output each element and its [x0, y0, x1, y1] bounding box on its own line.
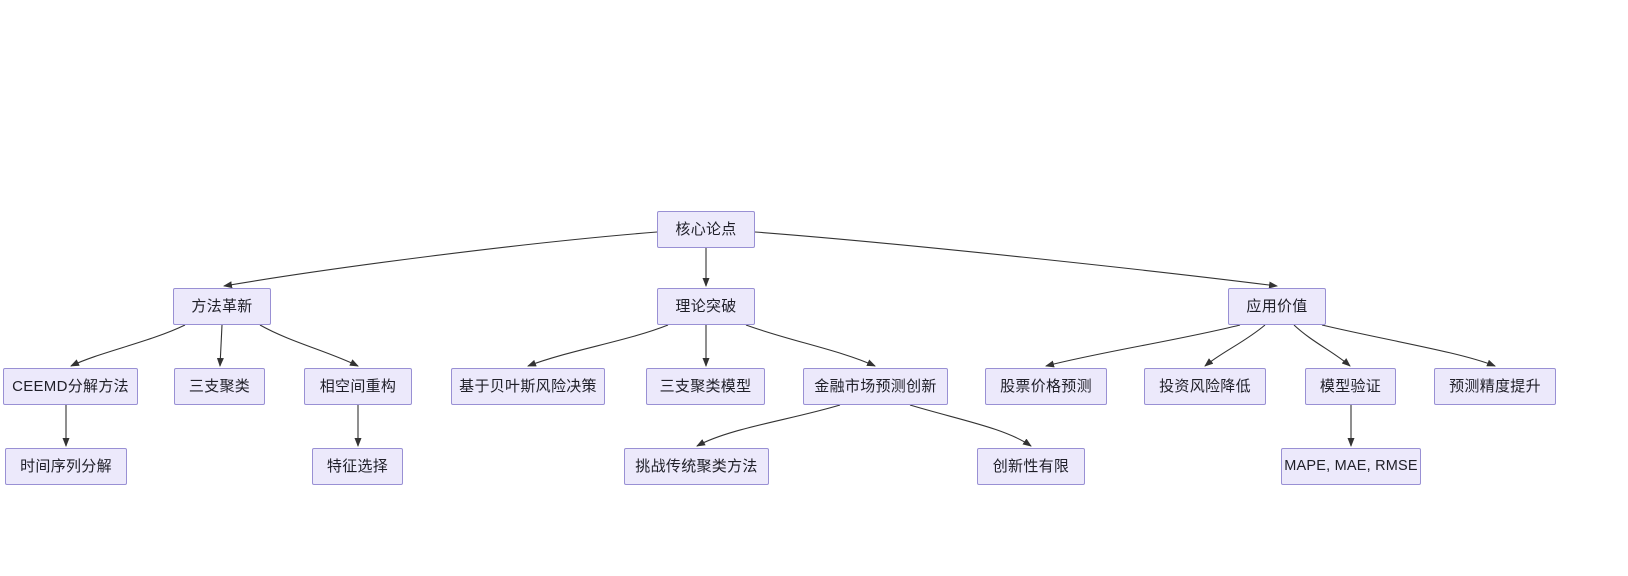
edge-theory-to-bayes [527, 324, 669, 367]
node-three[interactable]: 三支聚类 [174, 368, 265, 405]
edge-theory-to-fin [745, 324, 876, 367]
edges-group [62, 231, 1496, 447]
node-fin[interactable]: 金融市场预测创新 [803, 368, 948, 405]
edge-fin-to-limited [909, 404, 1032, 447]
node-root[interactable]: 核心论点 [657, 211, 755, 248]
edge-root-to-value [754, 231, 1278, 289]
node-theory[interactable]: 理论突破 [657, 288, 755, 325]
edge-value-to-accuracy [1321, 324, 1496, 367]
edge-value-to-risk [1204, 324, 1266, 367]
node-value[interactable]: 应用价值 [1228, 288, 1326, 325]
edge-fin-to-challenge [696, 404, 841, 447]
edge-value-to-valid [1293, 324, 1351, 367]
edge-root-to-method [223, 231, 658, 289]
node-tmodel[interactable]: 三支聚类模型 [646, 368, 765, 405]
edge-method-to-phase [259, 324, 359, 367]
edge-method-to-ceemd [70, 324, 186, 367]
node-risk[interactable]: 投资风险降低 [1144, 368, 1266, 405]
node-feature[interactable]: 特征选择 [312, 448, 403, 485]
edge-value-to-stock [1045, 324, 1241, 368]
node-challenge[interactable]: 挑战传统聚类方法 [624, 448, 769, 485]
node-phase[interactable]: 相空间重构 [304, 368, 412, 405]
node-ceemd[interactable]: CEEMD分解方法 [3, 368, 138, 405]
edge-method-to-three [216, 324, 224, 367]
node-tsd[interactable]: 时间序列分解 [5, 448, 127, 485]
node-accuracy[interactable]: 预测精度提升 [1434, 368, 1556, 405]
node-bayes[interactable]: 基于贝叶斯风险决策 [451, 368, 605, 405]
node-method[interactable]: 方法革新 [173, 288, 271, 325]
node-valid[interactable]: 模型验证 [1305, 368, 1396, 405]
node-stock[interactable]: 股票价格预测 [985, 368, 1107, 405]
node-limited[interactable]: 创新性有限 [977, 448, 1085, 485]
node-metrics[interactable]: MAPE, MAE, RMSE [1281, 448, 1421, 485]
